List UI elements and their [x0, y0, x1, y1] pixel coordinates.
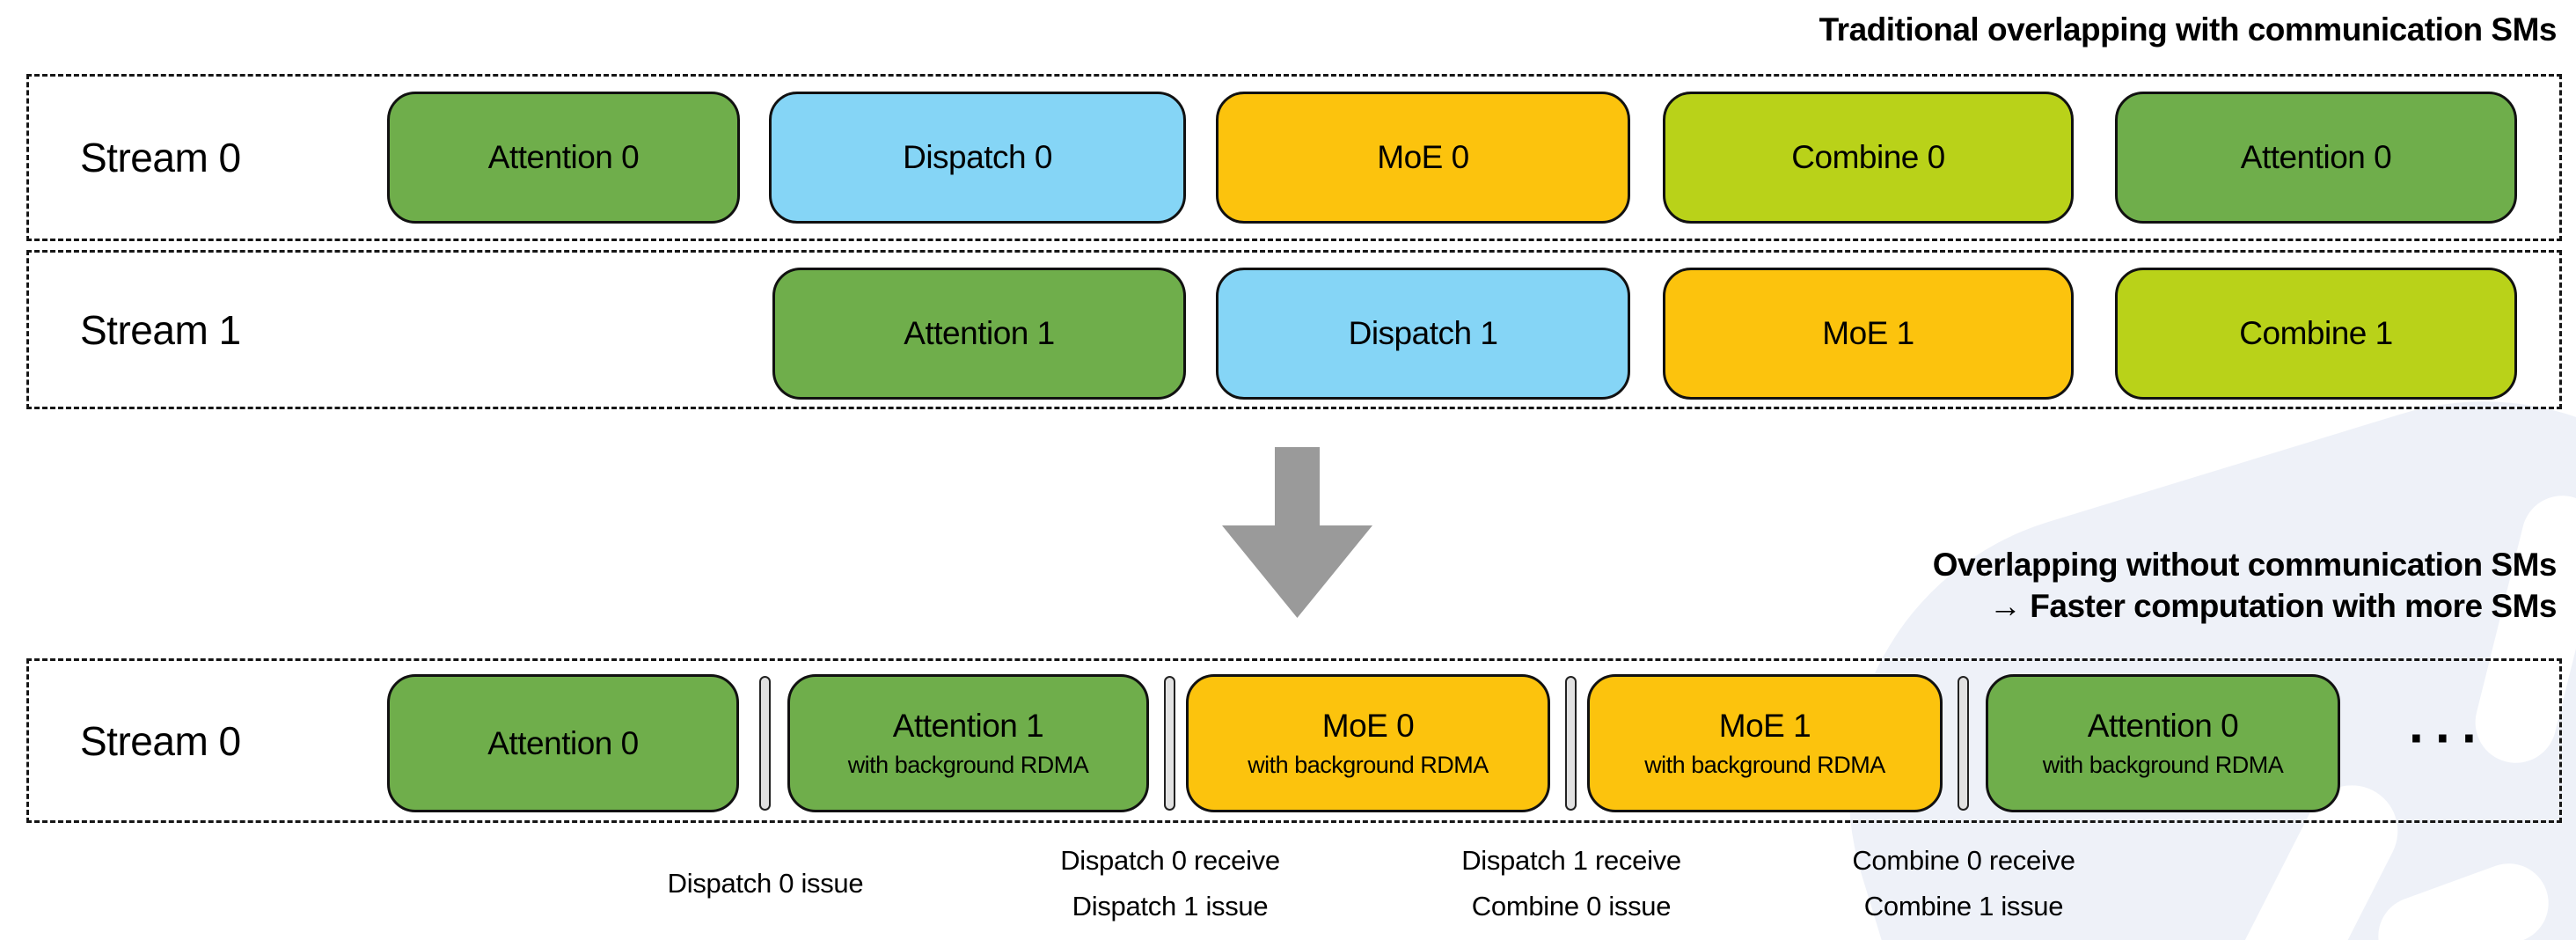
- stream-label: Stream 1: [80, 306, 241, 353]
- event-label-combine-0-receive: Combine 0 receive Combine 1 issue: [1761, 838, 2166, 929]
- task-block-label: Attention 0: [487, 724, 639, 761]
- task-block-combine-1: Combine 1: [2115, 268, 2517, 400]
- task-block-label: Attention 0: [2087, 708, 2239, 744]
- event-label-dispatch-0-issue: Dispatch 0 issue: [563, 838, 968, 907]
- event-label-line: Combine 0 issue: [1471, 891, 1672, 922]
- task-block-attention-0-rdma: Attention 0 with background RDMA: [1986, 674, 2340, 812]
- task-block-attention-1-rdma: Attention 1 with background RDMA: [787, 674, 1149, 812]
- task-block-label: Dispatch 0: [903, 139, 1052, 175]
- sync-separator-bar: [759, 676, 771, 811]
- task-block-label: MoE 1: [1718, 708, 1811, 744]
- event-label-dispatch-0-receive: Dispatch 0 receive Dispatch 1 issue: [968, 838, 1372, 929]
- stream-label: Stream 0: [80, 717, 241, 764]
- event-label-line: Dispatch 0 receive: [1060, 845, 1280, 876]
- task-block-label: Dispatch 1: [1348, 315, 1498, 351]
- task-block-sublabel: with background RDMA: [1248, 752, 1489, 778]
- stream-label: Stream 0: [80, 135, 241, 180]
- stream-row-traditional-0: Stream 0 Attention 0 Dispatch 0 MoE 0 Co…: [26, 74, 2562, 241]
- task-block-label: MoE 0: [1321, 708, 1415, 744]
- task-block-moe-1: MoE 1: [1663, 268, 2074, 400]
- bottom-title-line-1: Overlapping without communication SMs: [1932, 547, 2558, 583]
- event-label-line: Dispatch 1 issue: [1072, 891, 1269, 922]
- sync-separator-bar: [1565, 676, 1577, 811]
- task-block-label: MoE 0: [1377, 139, 1469, 175]
- task-block-label: Attention 0: [487, 139, 640, 175]
- task-block-label: Attention 1: [892, 708, 1044, 744]
- sync-separator-bar: [1164, 676, 1175, 811]
- stream-row-traditional-1: Stream 1 Attention 1 Dispatch 1 MoE 1 Co…: [26, 250, 2562, 409]
- task-block-moe-0-rdma: MoE 0 with background RDMA: [1186, 674, 1550, 812]
- event-label-line: Combine 0 receive: [1852, 845, 2075, 876]
- sync-separator-bar: [1958, 676, 1969, 811]
- bottom-section-title: Overlapping without communication SMs → …: [1932, 544, 2558, 627]
- event-label-line: Dispatch 1 receive: [1461, 845, 1681, 876]
- task-block-moe-1-rdma: MoE 1 with background RDMA: [1587, 674, 1943, 812]
- task-block-attention-1: Attention 1: [772, 268, 1186, 400]
- task-block-combine-0: Combine 0: [1663, 92, 2074, 224]
- task-block-label: Combine 1: [2239, 315, 2393, 351]
- task-block-sublabel: with background RDMA: [847, 752, 1089, 778]
- task-block-dispatch-1: Dispatch 1: [1216, 268, 1630, 400]
- down-arrow-icon: [1222, 447, 1372, 618]
- task-block-label: Attention 1: [904, 315, 1055, 351]
- task-block-label: Attention 0: [2240, 139, 2392, 175]
- task-block-label: MoE 1: [1822, 315, 1914, 351]
- task-block-moe-0: MoE 0: [1216, 92, 1630, 224]
- down-arrow-shape: [1222, 447, 1372, 618]
- stream-row-fused-0: Stream 0 Attention 0 Attention 1 with ba…: [26, 658, 2562, 823]
- event-label-dispatch-1-receive: Dispatch 1 receive Combine 0 issue: [1369, 838, 1774, 929]
- bottom-title-line-2: → Faster computation with more SMs: [1989, 588, 2557, 624]
- task-block-sublabel: with background RDMA: [1644, 752, 1885, 778]
- task-block-label: Combine 0: [1791, 139, 1945, 175]
- task-block-attention-0-repeat: Attention 0: [2115, 92, 2517, 224]
- event-label-line: Combine 1 issue: [1863, 891, 2064, 922]
- task-block-dispatch-0: Dispatch 0: [769, 92, 1186, 224]
- task-block-attention-0: Attention 0: [387, 674, 739, 812]
- task-block-sublabel: with background RDMA: [2042, 752, 2284, 778]
- event-label-line: Dispatch 0 issue: [667, 868, 864, 899]
- task-block-attention-0: Attention 0: [387, 92, 740, 224]
- top-section-title: Traditional overlapping with communicati…: [1819, 11, 2558, 48]
- continuation-ellipsis: ···: [2409, 709, 2488, 767]
